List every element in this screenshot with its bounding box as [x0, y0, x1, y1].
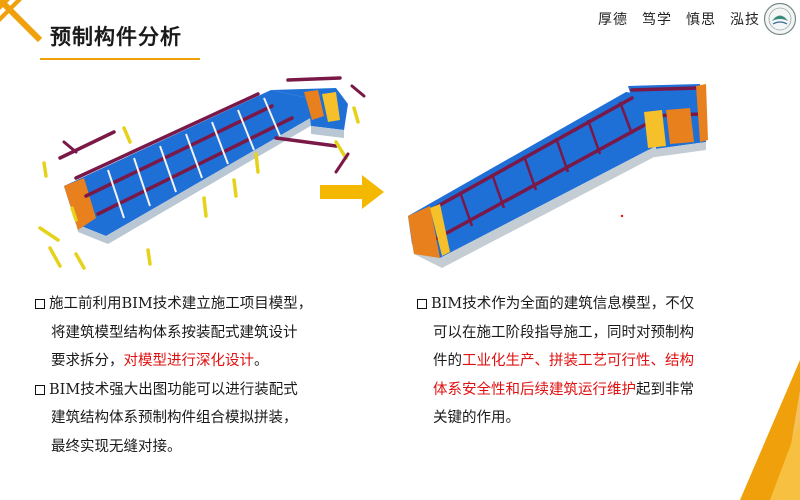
school-logo-icon — [763, 2, 797, 36]
right-text-block: BIM技术作为全面的建筑信息模型，不仅 可以在施工阶段指导施工，同时对预制构 件… — [417, 290, 767, 433]
text-line: 可以在施工阶段指导施工，同时对预制构 — [433, 324, 694, 341]
title-underline — [40, 58, 200, 60]
checkbox-bullet-icon — [35, 299, 45, 309]
motto-word: 笃学 — [642, 12, 672, 28]
bullet-point: BIM技术强大出图功能可以进行装配式 — [35, 376, 395, 405]
text-line: 施工前利用BIM技术建立施工项目模型， — [49, 296, 313, 312]
motto-word: 泓技 — [730, 12, 760, 28]
bullet-point: 施工前利用BIM技术建立施工项目模型， — [35, 290, 395, 319]
text-line: BIM技术作为全面的建筑信息模型，不仅 — [431, 296, 695, 312]
transform-arrow-icon — [320, 175, 384, 209]
bullet-point: BIM技术作为全面的建筑信息模型，不仅 — [417, 290, 767, 319]
text-line: BIM技术强大出图功能可以进行装配式 — [49, 381, 298, 398]
text-line: 要求拆分，对模型进行深化设计。 — [35, 347, 395, 376]
highlighted-text: 对模型进行深化设计 — [123, 353, 255, 369]
left-text-block: 施工前利用BIM技术建立施工项目模型， 将建筑模型结构体系按装配式建筑设计 要求… — [35, 290, 395, 461]
text-line: 件的工业化生产、拼装工艺可行性、结构 — [417, 347, 767, 376]
text-line: 建筑结构体系预制构件组合模拟拼装， — [51, 410, 298, 426]
highlighted-text: 工业化生产、拼装工艺可行性、结构 — [462, 353, 694, 369]
text-line: 体系安全性和后续建筑运行维护起到非常 — [417, 376, 767, 405]
text-span: 件的 — [433, 353, 462, 369]
exploded-bim-model-image — [38, 76, 366, 270]
motto-word: 厚德 — [598, 12, 628, 28]
highlighted-text: 体系安全性和后续建筑运行维护 — [433, 381, 636, 398]
page-title: 预制构件分析 — [50, 25, 182, 49]
checkbox-bullet-icon — [35, 384, 45, 395]
text-span: 起到非常 — [636, 381, 694, 398]
text-line: 将建筑模型结构体系按装配式建筑设计 — [51, 324, 298, 341]
assembled-bim-model-image — [408, 84, 708, 268]
school-motto: 厚德 笃学 慎思 泓技 — [598, 9, 760, 29]
text-span: 。 — [254, 353, 269, 369]
text-span: 要求拆分， — [51, 353, 124, 369]
text-line: 最终实现无缝对接。 — [51, 438, 182, 455]
motto-word: 慎思 — [686, 12, 716, 28]
checkbox-bullet-icon — [417, 299, 427, 309]
corner-decoration-top-left — [0, 0, 43, 43]
text-line: 关键的作用。 — [433, 410, 520, 426]
corner-decoration-bottom-right — [740, 360, 800, 500]
